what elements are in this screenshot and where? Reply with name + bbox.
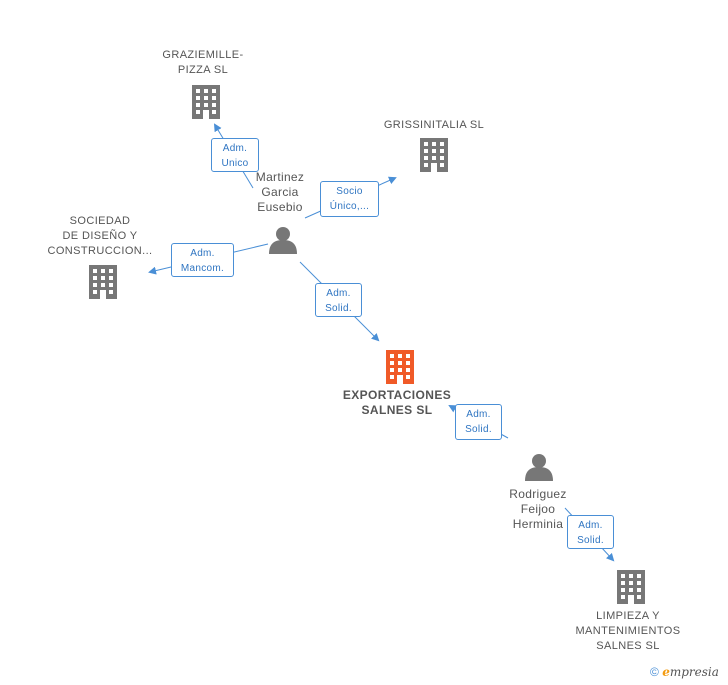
company-label-limpieza[interactable]: LIMPIEZA Y MANTENIMIENTOS SALNES SL	[575, 610, 681, 652]
role-box-adm-solid-2: Adm. Solid.	[455, 404, 502, 440]
building-icon	[420, 138, 448, 172]
building-icon	[192, 85, 220, 119]
role-box-adm-mancom: Adm. Mancom.	[171, 243, 234, 277]
person-label-rodriguez[interactable]: Rodriguez Feijoo Herminia	[509, 487, 567, 531]
building-icon	[617, 570, 645, 604]
role-box-adm-solid-1: Adm. Solid.	[315, 283, 362, 317]
person-label-martinez[interactable]: Martinez Garcia Eusebio	[255, 170, 305, 214]
copyright-icon: ©	[650, 665, 659, 679]
person-icon	[269, 227, 297, 254]
company-label-exportaciones[interactable]: EXPORTACIONES SALNES SL	[342, 388, 452, 417]
company-label-grissinitalia[interactable]: GRISSINITALIA SL	[383, 119, 485, 131]
building-icon	[89, 265, 117, 299]
brand-logo[interactable]: empresia	[662, 665, 719, 679]
role-box-adm-solid-3: Adm. Solid.	[567, 515, 614, 549]
role-box-socio-unico: Socio Único,...	[320, 181, 379, 217]
building-icon	[386, 350, 414, 384]
company-label-sociedad[interactable]: SOCIEDAD DE DISEÑO Y CONSTRUCCION...	[47, 215, 153, 257]
company-label-graziemille[interactable]: GRAZIEMILLE- PIZZA SL	[162, 49, 244, 76]
role-box-adm-unico: Adm. Unico	[211, 138, 259, 172]
footer-copyright: © empresia	[650, 665, 719, 679]
person-icon	[525, 454, 553, 481]
